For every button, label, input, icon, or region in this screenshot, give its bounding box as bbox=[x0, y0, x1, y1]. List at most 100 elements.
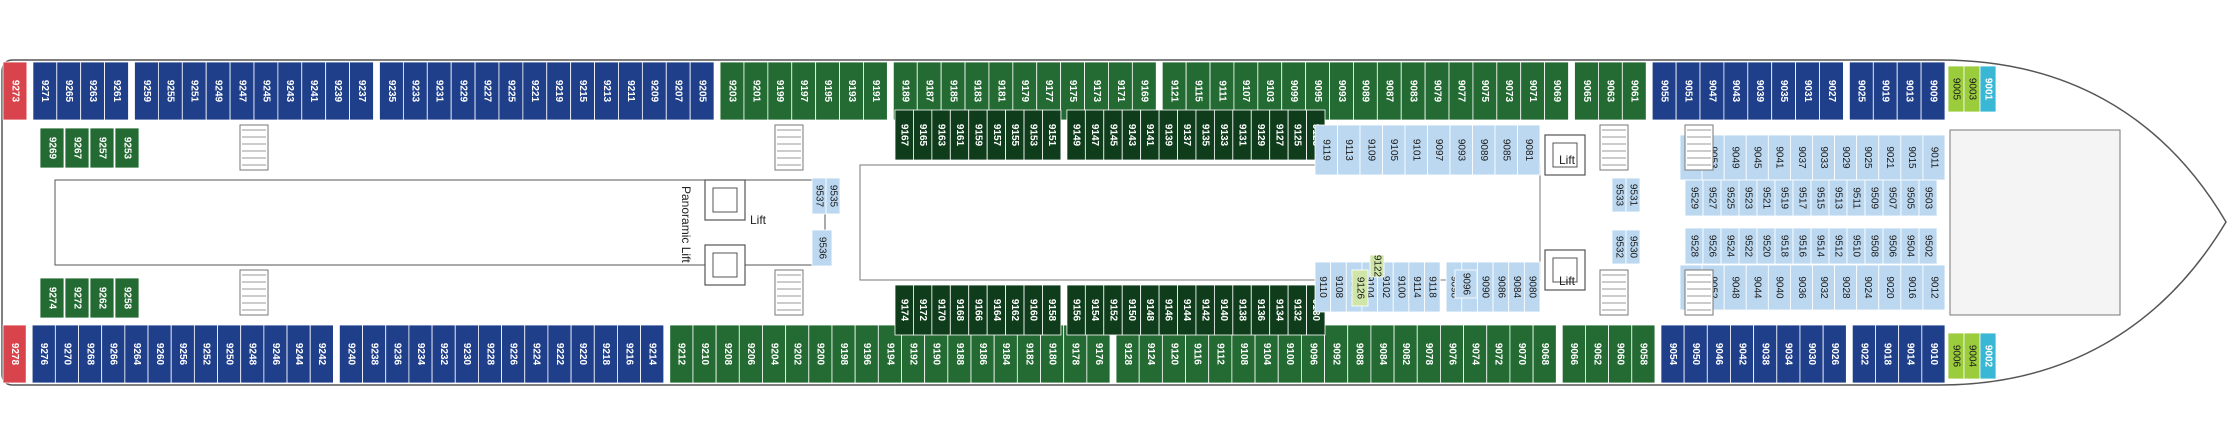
cabin[interactable]: 9207 bbox=[665, 61, 691, 121]
cabin[interactable]: 9021 bbox=[1878, 134, 1902, 181]
cabin[interactable]: 9512 bbox=[1828, 227, 1848, 265]
cabin[interactable]: 9043 bbox=[1723, 61, 1749, 121]
cabin[interactable]: 9086 bbox=[1492, 261, 1510, 313]
cabin[interactable]: 9533 bbox=[1611, 177, 1627, 213]
cabin[interactable]: 9211 bbox=[618, 61, 643, 121]
cabin[interactable]: 9075 bbox=[1472, 61, 1498, 121]
cabin[interactable]: 9068 bbox=[1532, 324, 1557, 384]
cabin[interactable]: 9037 bbox=[1790, 134, 1813, 181]
cabin[interactable]: 9126 bbox=[1351, 269, 1369, 307]
cabin[interactable]: 9273 bbox=[2, 61, 28, 121]
cabin[interactable]: 9092 bbox=[1324, 324, 1349, 384]
cabin[interactable]: 9143 bbox=[1121, 109, 1142, 161]
cabin[interactable]: 9077 bbox=[1448, 61, 1474, 121]
cabin[interactable]: 9140 bbox=[1213, 284, 1234, 336]
cabin[interactable]: 9199 bbox=[767, 61, 793, 121]
cabin[interactable]: 9082 bbox=[1393, 324, 1418, 384]
cabin[interactable]: 9042 bbox=[1730, 324, 1755, 384]
cabin[interactable]: 9206 bbox=[738, 324, 763, 384]
cabin[interactable]: 9101 bbox=[1404, 124, 1428, 176]
cabin[interactable]: 9001 bbox=[1979, 65, 1997, 113]
cabin[interactable]: 9080 bbox=[1523, 261, 1541, 313]
cabin[interactable]: 9004 bbox=[1963, 332, 1981, 380]
cabin[interactable]: 9274 bbox=[39, 277, 65, 319]
cabin[interactable]: 9507 bbox=[1882, 179, 1902, 217]
cabin[interactable]: 9135 bbox=[1195, 109, 1215, 161]
cabin[interactable]: 9529 bbox=[1684, 179, 1704, 217]
cabin[interactable]: 9232 bbox=[431, 324, 456, 384]
cabin[interactable]: 9276 bbox=[31, 324, 56, 384]
cabin[interactable]: 9038 bbox=[1753, 324, 1778, 384]
cabin[interactable]: 9108 bbox=[1330, 261, 1347, 313]
cabin[interactable]: 9073 bbox=[1496, 61, 1522, 121]
cabin[interactable]: 9520 bbox=[1756, 227, 1776, 265]
cabin[interactable]: 9078 bbox=[1416, 324, 1441, 384]
cabin[interactable]: 9215 bbox=[570, 61, 595, 121]
cabin[interactable]: 9527 bbox=[1702, 179, 1722, 217]
cabin[interactable]: 9083 bbox=[1400, 61, 1426, 121]
cabin[interactable]: 9526 bbox=[1702, 227, 1722, 265]
cabin[interactable]: 9020 bbox=[1878, 264, 1902, 311]
cabin[interactable]: 9251 bbox=[181, 61, 207, 121]
cabin[interactable]: 9045 bbox=[1745, 134, 1769, 181]
cabin[interactable]: 9002 bbox=[1979, 332, 1997, 380]
cabin[interactable]: 9009 bbox=[1920, 61, 1946, 121]
cabin[interactable]: 9233 bbox=[402, 61, 428, 121]
cabin[interactable]: 9263 bbox=[80, 61, 105, 121]
cabin[interactable]: 9535 bbox=[825, 177, 841, 215]
cabin[interactable]: 9070 bbox=[1509, 324, 1534, 384]
cabin[interactable]: 9518 bbox=[1774, 227, 1794, 265]
cabin[interactable]: 9149 bbox=[1066, 109, 1086, 161]
cabin[interactable]: 9242 bbox=[309, 324, 334, 384]
cabin[interactable]: 9234 bbox=[408, 324, 433, 384]
cabin[interactable]: 9502 bbox=[1918, 227, 1938, 265]
cabin[interactable]: 9081 bbox=[1517, 124, 1541, 176]
cabin[interactable]: 9133 bbox=[1213, 109, 1234, 161]
cabin[interactable]: 9044 bbox=[1745, 264, 1769, 311]
cabin[interactable]: 9131 bbox=[1232, 109, 1252, 161]
cabin[interactable]: 9050 bbox=[1683, 324, 1708, 384]
cabin[interactable]: 9063 bbox=[1598, 61, 1623, 121]
cabin[interactable]: 9270 bbox=[54, 324, 79, 384]
cabin[interactable]: 9072 bbox=[1486, 324, 1511, 384]
cabin[interactable]: 9200 bbox=[808, 324, 833, 384]
cabin[interactable]: 9074 bbox=[1463, 324, 1488, 384]
cabin[interactable]: 9090 bbox=[1477, 261, 1494, 313]
cabin[interactable]: 9218 bbox=[593, 324, 618, 384]
cabin[interactable]: 9170 bbox=[931, 284, 951, 336]
cabin[interactable]: 9066 bbox=[1561, 324, 1586, 384]
cabin[interactable]: 9224 bbox=[524, 324, 549, 384]
cabin[interactable]: 9030 bbox=[1799, 324, 1824, 384]
cabin[interactable]: 9521 bbox=[1756, 179, 1776, 217]
cabin[interactable]: 9503 bbox=[1918, 179, 1938, 217]
cabin[interactable]: 9222 bbox=[547, 324, 572, 384]
cabin[interactable]: 9532 bbox=[1611, 229, 1627, 265]
cabin[interactable]: 9058 bbox=[1631, 324, 1656, 384]
cabin[interactable]: 9214 bbox=[640, 324, 665, 384]
cabin[interactable]: 9097 bbox=[1427, 124, 1451, 176]
cabin[interactable]: 9034 bbox=[1776, 324, 1801, 384]
cabin[interactable]: 9517 bbox=[1792, 179, 1812, 217]
cabin[interactable]: 9204 bbox=[762, 324, 787, 384]
cabin[interactable]: 9076 bbox=[1440, 324, 1464, 384]
cabin[interactable]: 9524 bbox=[1720, 227, 1740, 265]
cabin[interactable]: 9247 bbox=[229, 61, 255, 121]
cabin[interactable]: 9105 bbox=[1382, 124, 1406, 176]
cabin[interactable]: 9036 bbox=[1790, 264, 1813, 311]
cabin[interactable]: 9226 bbox=[501, 324, 526, 384]
cabin[interactable]: 9244 bbox=[286, 324, 311, 384]
cabin[interactable]: 9062 bbox=[1585, 324, 1610, 384]
cabin[interactable]: 9031 bbox=[1795, 61, 1820, 121]
cabin[interactable]: 9166 bbox=[968, 284, 988, 336]
cabin[interactable]: 9093 bbox=[1329, 61, 1354, 121]
cabin[interactable]: 9264 bbox=[124, 324, 149, 384]
cabin[interactable]: 9019 bbox=[1872, 61, 1898, 121]
cabin[interactable]: 9060 bbox=[1608, 324, 1633, 384]
cabin[interactable]: 9013 bbox=[1896, 61, 1922, 121]
cabin[interactable]: 9084 bbox=[1508, 261, 1525, 313]
cabin[interactable]: 9225 bbox=[498, 61, 524, 121]
cabin[interactable]: 9055 bbox=[1651, 61, 1677, 121]
cabin[interactable]: 9197 bbox=[791, 61, 817, 121]
cabin[interactable]: 9046 bbox=[1706, 324, 1731, 384]
cabin[interactable]: 9239 bbox=[325, 61, 350, 121]
